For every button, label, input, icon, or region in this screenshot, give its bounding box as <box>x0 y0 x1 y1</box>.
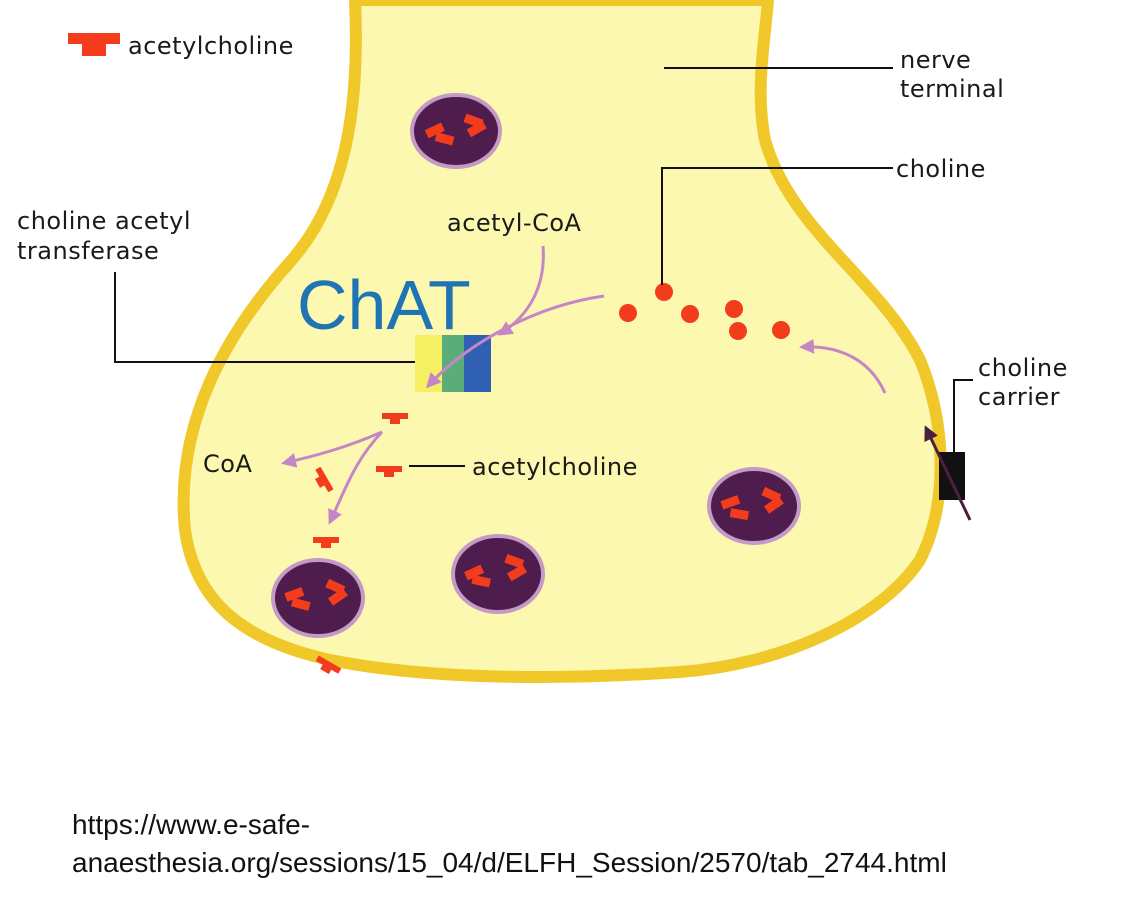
source-url-line1[interactable]: https://www.e-safe- <box>72 809 311 840</box>
choline-carrier-label-line1: choline <box>978 354 1068 382</box>
source-url-line2[interactable]: anaesthesia.org/sessions/15_04/d/ELFH_Se… <box>72 847 947 878</box>
legend-label: acetylcholine <box>128 32 294 60</box>
chat-leader <box>114 272 415 363</box>
nerve-terminal-label-line1: nerve <box>900 46 971 74</box>
choline-molecules <box>619 283 790 340</box>
carrier-transport-arrow <box>924 425 972 521</box>
enzyme-name-label-line1: choline acetyl <box>17 207 191 235</box>
coa-label: CoA <box>203 450 252 478</box>
legend-acetylcholine-icon <box>68 33 120 56</box>
acetylcholine-label: acetylcholine <box>472 453 638 481</box>
acetylcholine-molecules <box>313 413 408 675</box>
vesicle-right <box>707 467 801 545</box>
choline-carrier-leader <box>953 379 973 452</box>
vesicle-bottom-left <box>271 558 365 638</box>
enzyme-name-label-line2: transferase <box>17 237 159 265</box>
choline-uptake-arrow <box>799 338 887 394</box>
choline-carrier <box>939 452 965 500</box>
coa-release-arrow <box>281 430 383 468</box>
choline-to-chat-arrow <box>425 294 605 389</box>
source-citation: https://www.e-safe- anaesthesia.org/sess… <box>72 806 947 882</box>
choline-leader <box>661 167 893 285</box>
acetyl-coa-label: acetyl-CoA <box>447 209 582 237</box>
choline-carrier-label-line2: carrier <box>978 383 1060 411</box>
vesicle-top <box>410 93 502 169</box>
vesicle-bottom-middle <box>451 534 545 614</box>
chat-abbreviation: ChAT <box>297 266 471 344</box>
acetylcholine-to-vesicle-arrow <box>328 430 384 525</box>
choline-label: choline <box>896 155 986 183</box>
nerve-terminal-label-line2: terminal <box>900 75 1004 103</box>
